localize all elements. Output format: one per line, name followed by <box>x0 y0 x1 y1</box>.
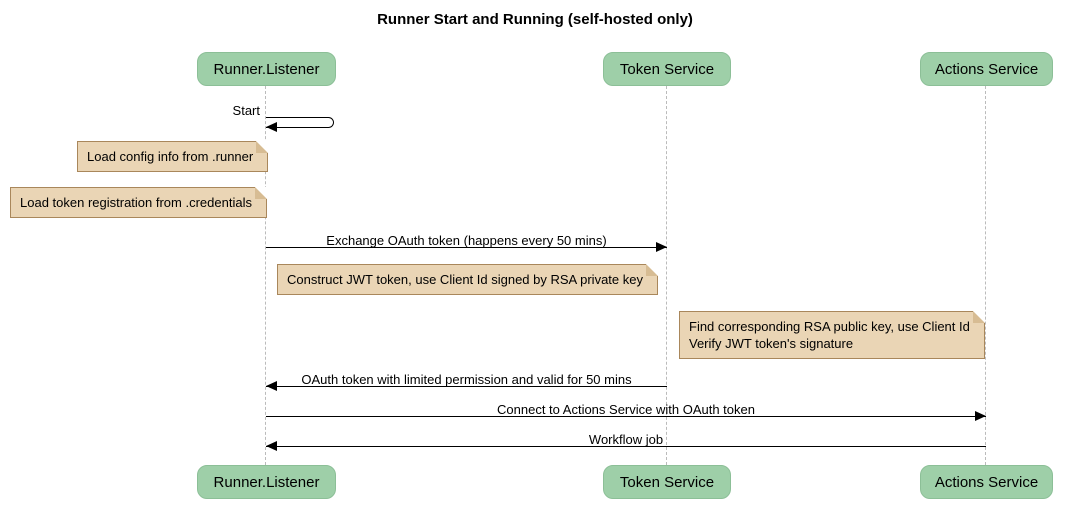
self-message-arrowhead <box>266 122 277 132</box>
participant-token-service-top: Token Service <box>603 52 731 86</box>
note-fold-icon <box>256 141 269 153</box>
message-line <box>266 416 986 417</box>
message-arrowhead <box>266 381 277 391</box>
participant-label: Runner.Listener <box>213 60 320 78</box>
note-text: Load token registration from .credential… <box>20 195 252 210</box>
message-label-workflow-job: Workflow job <box>588 432 664 447</box>
note-fold-icon <box>972 311 985 323</box>
participant-runner-listener-top: Runner.Listener <box>197 52 336 86</box>
note-text-line2: Verify JWT token's signature <box>689 336 854 351</box>
participant-label: Token Service <box>619 60 715 78</box>
message-label-connect-actions: Connect to Actions Service with OAuth to… <box>497 402 755 417</box>
note-fold-icon <box>254 187 267 199</box>
participant-label: Actions Service <box>934 473 1039 491</box>
note-text: Load config info from .runner <box>87 149 254 164</box>
note-fold-icon <box>645 264 658 276</box>
participant-label: Runner.Listener <box>213 473 320 491</box>
message-line <box>266 386 667 387</box>
participant-actions-service-top: Actions Service <box>920 52 1053 86</box>
message-arrowhead <box>975 411 986 421</box>
note-construct-jwt: Construct JWT token, use Client Id signe… <box>277 264 658 295</box>
participant-token-service-bottom: Token Service <box>603 465 731 499</box>
participant-label: Actions Service <box>934 60 1039 78</box>
self-message-label: Start <box>232 103 260 118</box>
message-label-exchange-oauth: Exchange OAuth token (happens every 50 m… <box>326 233 607 248</box>
note-load-token-registration: Load token registration from .credential… <box>10 187 267 218</box>
message-label-oauth-token-return: OAuth token with limited permission and … <box>301 372 632 387</box>
lifeline-runner-listener <box>265 86 266 465</box>
note-text-line1: Find corresponding RSA public key, use C… <box>689 319 970 334</box>
participant-actions-service-bottom: Actions Service <box>920 465 1053 499</box>
participant-runner-listener-bottom: Runner.Listener <box>197 465 336 499</box>
note-text: Construct JWT token, use Client Id signe… <box>287 272 643 287</box>
message-arrowhead <box>656 242 667 252</box>
message-arrowhead <box>266 441 277 451</box>
note-verify-jwt: Find corresponding RSA public key, use C… <box>679 311 985 359</box>
participant-label: Token Service <box>619 473 715 491</box>
note-load-config: Load config info from .runner <box>77 141 269 172</box>
self-message-loop <box>266 117 334 128</box>
lifeline-actions-service <box>985 86 986 465</box>
lifeline-token-service <box>666 86 667 465</box>
diagram-title: Runner Start and Running (self-hosted on… <box>377 11 693 28</box>
message-line <box>266 446 986 447</box>
message-line <box>266 247 667 248</box>
